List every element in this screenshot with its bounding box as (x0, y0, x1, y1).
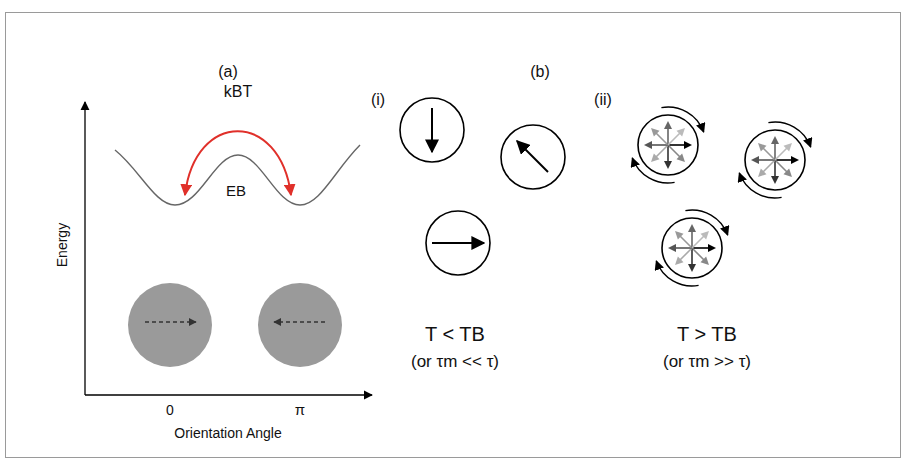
particle (426, 211, 490, 275)
moment-arrow (432, 242, 484, 244)
moment-arrow (145, 321, 196, 322)
tick-label: π (295, 401, 305, 418)
subpanel-label: (ii) (594, 91, 612, 109)
particle (501, 125, 565, 189)
barrier-label: EB (226, 182, 246, 199)
moment-arrow (517, 141, 548, 172)
fluctuating-particle (656, 210, 727, 286)
angle-axis (85, 394, 372, 395)
fluctuating-particle (739, 122, 810, 198)
energy-axis (84, 102, 85, 395)
energy-curve (115, 145, 360, 205)
moment-arrow (431, 108, 433, 152)
particle (258, 283, 342, 367)
axis-title: Orientation Angle (174, 425, 281, 441)
condition-label: T > TB (677, 323, 737, 346)
subpanel-label: (i) (371, 91, 385, 109)
condition-label: (or τm << τ) (411, 352, 499, 372)
energy-label: kBT (224, 83, 252, 101)
panel-label: (b) (530, 63, 550, 81)
particle (400, 98, 464, 162)
tick-label: 0 (166, 402, 174, 418)
condition-label: T < TB (425, 323, 485, 346)
frame (6, 13, 901, 458)
particle (128, 283, 212, 367)
panel-label: (a) (218, 63, 238, 81)
fluctuating-particle (632, 107, 703, 183)
axis-title: Energy (54, 223, 70, 267)
condition-label: (or τm >> τ) (663, 352, 751, 372)
moment-arrow (274, 321, 325, 322)
